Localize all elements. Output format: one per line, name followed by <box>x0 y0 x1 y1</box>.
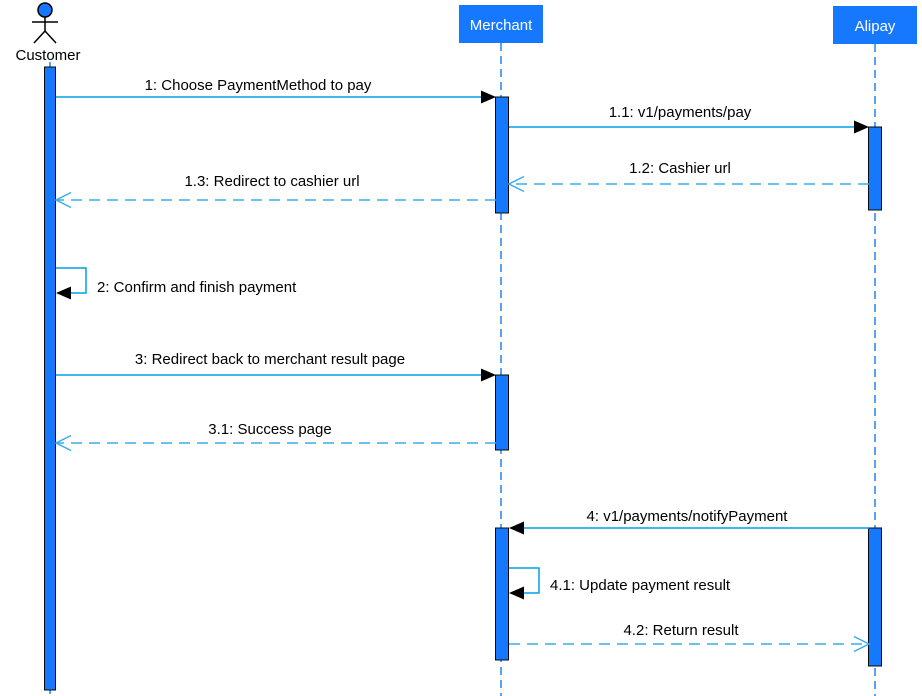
actor-head-icon <box>37 2 53 18</box>
message-4-2: 4.2: Return result <box>509 622 871 653</box>
return-arrowhead-icon <box>853 635 871 653</box>
message-3: 3: Redirect back to merchant result page <box>56 351 496 382</box>
message-3-label: 3: Redirect back to merchant result page <box>135 351 405 368</box>
activation-bar-alipay-1 <box>868 126 882 211</box>
activation-bar-customer <box>44 66 56 691</box>
participant-alipay: Alipay <box>833 6 917 44</box>
participant-merchant: Merchant <box>459 5 543 43</box>
participant-label-merchant: Merchant <box>470 17 533 34</box>
message-1-2: 1.2: Cashier url <box>507 160 869 193</box>
sync-arrowhead-icon <box>509 586 524 600</box>
participant-label-customer: Customer <box>15 47 80 64</box>
message-1-label: 1: Choose PaymentMethod to pay <box>145 77 372 94</box>
message-4-label: 4: v1/payments/notifyPayment <box>587 508 789 525</box>
activation-bar-merchant-3 <box>495 527 509 661</box>
message-2-label: 2: Confirm and finish payment <box>97 279 297 296</box>
activation-bar-merchant-1 <box>495 96 509 214</box>
message-1-3: 1.3: Redirect to cashier url <box>54 173 496 209</box>
sync-arrowhead-icon <box>56 286 71 300</box>
activation-bar-alipay-2 <box>868 527 882 667</box>
message-1: 1: Choose PaymentMethod to pay <box>56 77 496 104</box>
sync-arrowhead-icon <box>854 120 869 134</box>
message-4-1-label: 4.1: Update payment result <box>550 577 731 594</box>
sync-arrowhead-icon <box>481 368 496 382</box>
return-arrowhead-icon <box>54 191 72 209</box>
message-1-1: 1.1: v1/payments/pay <box>509 104 869 134</box>
message-1-3-label: 1.3: Redirect to cashier url <box>184 173 359 190</box>
activation-bar-merchant-2 <box>495 374 509 451</box>
participant-box-alipay <box>833 6 917 44</box>
sync-arrowhead-icon <box>509 521 524 535</box>
sync-arrowhead-icon <box>481 90 496 104</box>
message-4-1: 4.1: Update payment result <box>509 567 731 600</box>
message-4: 4: v1/payments/notifyPayment <box>509 508 869 535</box>
return-arrowhead-icon <box>54 434 72 452</box>
actor-customer: Customer <box>15 2 81 64</box>
participant-label-alipay: Alipay <box>855 18 896 35</box>
message-3-1-label: 3.1: Success page <box>208 421 331 438</box>
message-1-1-label: 1.1: v1/payments/pay <box>609 104 752 121</box>
actor-leg-right-icon <box>44 30 57 44</box>
message-4-2-label: 4.2: Return result <box>623 622 739 639</box>
participant-box-merchant <box>459 5 543 43</box>
return-arrowhead-icon <box>507 175 525 193</box>
message-2-loop <box>56 267 87 294</box>
message-2: 2: Confirm and finish payment <box>56 267 297 300</box>
message-1-2-label: 1.2: Cashier url <box>629 160 731 177</box>
actor-leg-left-icon <box>33 30 46 44</box>
message-4-1-loop <box>509 567 540 594</box>
message-3-1: 3.1: Success page <box>54 421 496 452</box>
